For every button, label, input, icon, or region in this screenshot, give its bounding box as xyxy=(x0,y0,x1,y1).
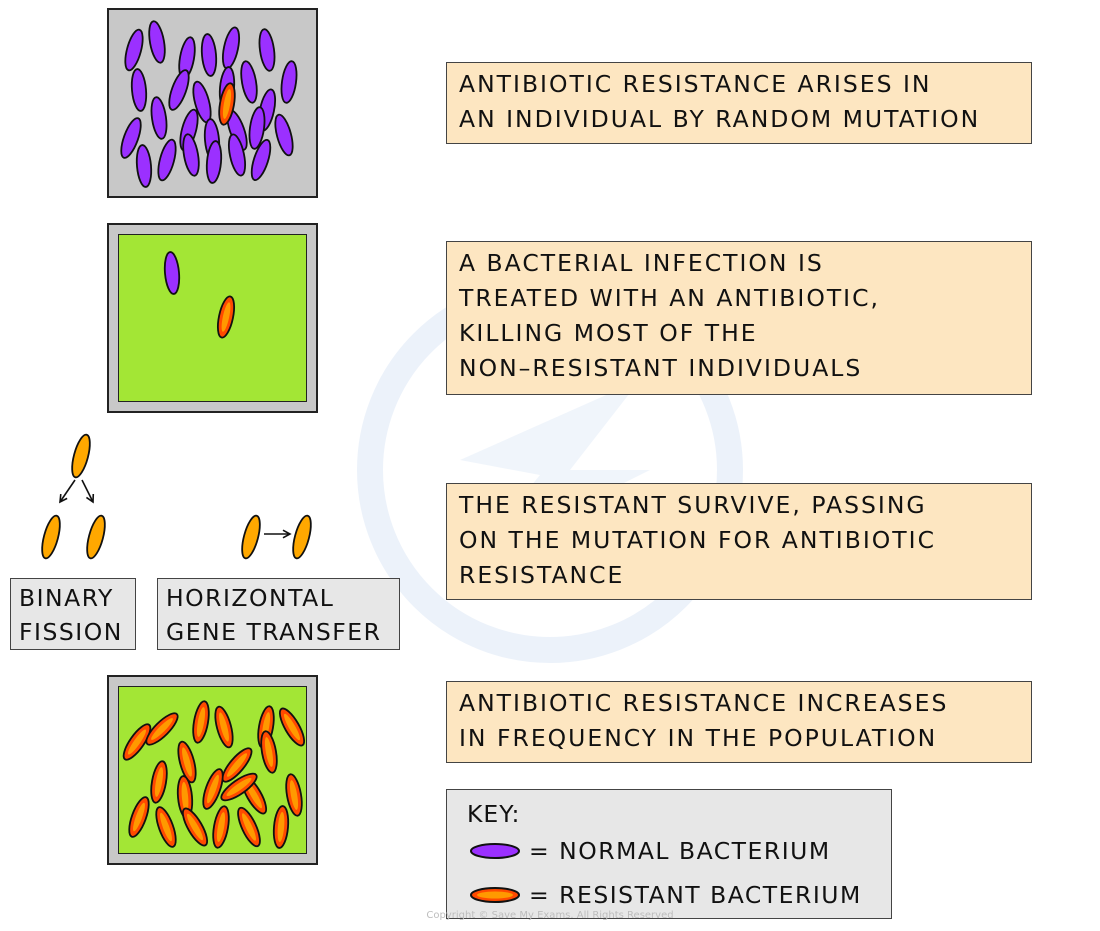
transfer-diagram xyxy=(41,433,312,560)
resistant-bacterium xyxy=(214,705,234,749)
resistant-bacterium xyxy=(155,806,177,848)
normal-bacterium xyxy=(258,28,276,72)
key-legend: KEY: = NORMAL BACTERIUM = RESISTANT BACT… xyxy=(446,789,892,919)
resistant-population-panel xyxy=(107,675,318,865)
normal-bacterium xyxy=(227,133,247,177)
resistant-bacterium xyxy=(122,723,152,761)
resistant-bacterium xyxy=(202,768,224,810)
transferring-bacterium xyxy=(71,433,91,479)
normal-bacterium xyxy=(120,117,142,159)
resistant-bacterium xyxy=(128,796,150,838)
resistant-bacterium xyxy=(212,805,230,849)
arrowhead xyxy=(85,493,95,504)
normal-bacterium xyxy=(182,133,200,177)
key-title: KEY: xyxy=(467,800,521,828)
resistant-bacterium xyxy=(220,772,258,802)
normal-bacterium xyxy=(157,138,177,182)
resistant-bacterium xyxy=(221,747,253,783)
resistant-bacterium xyxy=(272,805,290,849)
resistant-bacterium xyxy=(145,712,179,746)
normal-bacterium xyxy=(205,140,223,184)
normal-bacterium xyxy=(168,69,190,111)
normal-bacterium xyxy=(163,251,181,295)
binary-fission-label: BINARY FISSION xyxy=(10,578,136,650)
key-normal-row: = NORMAL BACTERIUM xyxy=(467,834,831,868)
key-resistant-row: = RESISTANT BACTERIUM xyxy=(467,878,862,912)
key-resistant-label: = RESISTANT BACTERIUM xyxy=(529,881,862,909)
arrowhead xyxy=(282,529,292,539)
normal-bacterium xyxy=(240,60,258,104)
purple-bacterium-icon xyxy=(470,843,520,859)
resistant-bacterium xyxy=(218,82,236,126)
normal-bacterium xyxy=(280,60,298,104)
resistant-bacterium-icon xyxy=(470,887,520,903)
resistant-bacterium xyxy=(285,773,303,817)
antibiotic-treatment-panel xyxy=(107,223,318,413)
mutation-panel xyxy=(107,8,318,198)
transferring-bacterium xyxy=(41,514,61,560)
resistant-bacterium xyxy=(278,707,306,747)
key-normal-label: = NORMAL BACTERIUM xyxy=(529,837,831,865)
step-frequency-text: ANTIBIOTIC RESISTANCE INCREASES IN FREQU… xyxy=(446,681,1032,763)
transferring-bacterium xyxy=(86,514,106,560)
normal-bacterium xyxy=(200,33,218,77)
arrow-icon xyxy=(81,479,94,503)
transferring-bacterium xyxy=(292,514,312,560)
horizontal-gene-transfer-label: HORIZONTAL GENE TRANSFER xyxy=(157,578,400,650)
transferring-bacterium xyxy=(241,514,261,560)
step-treatment-text: A BACTERIAL INFECTION IS TREATED WITH AN… xyxy=(446,241,1032,395)
resistant-bacterium xyxy=(150,760,168,804)
resistant-bacterium xyxy=(237,806,261,848)
resistant-bacterium xyxy=(260,730,278,774)
normal-bacterium xyxy=(130,68,148,112)
arrow-icon xyxy=(59,479,76,503)
normal-bacterium xyxy=(150,96,168,140)
resistant-bacterium xyxy=(181,807,209,847)
resistant-bacterium xyxy=(177,740,197,784)
step-mutation-text: ANTIBIOTIC RESISTANCE ARISES IN AN INDIV… xyxy=(446,62,1032,144)
normal-bacterium xyxy=(124,28,144,72)
normal-bacterium xyxy=(135,144,153,188)
antibiotic-area xyxy=(118,234,307,402)
copyright-watermark: Copyright © Save My Exams. All Rights Re… xyxy=(426,910,674,921)
normal-bacterium xyxy=(148,20,166,64)
normal-bacterium xyxy=(274,113,294,157)
resistant-bacterium xyxy=(192,700,210,744)
arrowhead xyxy=(59,493,68,504)
normal-bacterium xyxy=(250,139,272,181)
normal-bacterium xyxy=(221,26,241,70)
resistant-bacterium xyxy=(216,295,236,339)
step-survival-text: THE RESISTANT SURVIVE, PASSING ON THE MU… xyxy=(446,483,1032,600)
